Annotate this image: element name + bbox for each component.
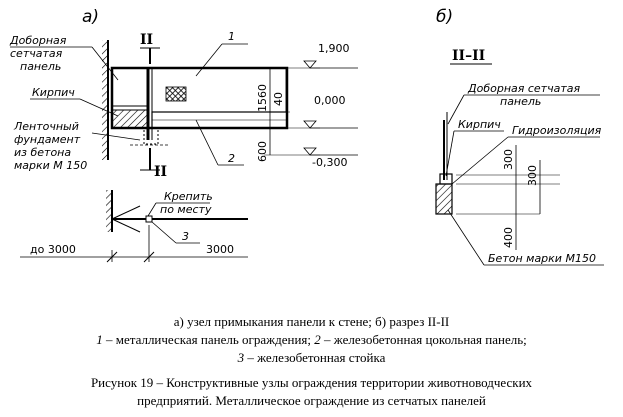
- section-mark-top-label: II: [140, 32, 153, 48]
- callout-text: Кирпич: [458, 118, 501, 131]
- legend-number-2: 2: [314, 332, 321, 347]
- section-title: II–II: [450, 48, 492, 65]
- callout-number: 3: [182, 230, 189, 243]
- caption-line-2: 1 – металлическая панель ограждения; 2 –…: [0, 331, 623, 349]
- figure-title-line-2: предприятий. Металлическое ограждение из…: [137, 393, 486, 408]
- callout-fix-in-place: Крепить по месту: [147, 190, 213, 217]
- dim-40: 40: [272, 92, 285, 106]
- callout-text: Бетон марки М150: [488, 252, 596, 265]
- dim-b-300-left: 300: [502, 149, 515, 170]
- plinth-panel: [111, 109, 288, 129]
- dim-1560: 1560: [256, 84, 269, 112]
- drawing-area: а) II II Доборная сетчатая панель: [9, 7, 604, 266]
- callout-text: Крепить: [164, 190, 213, 203]
- callout-number: 2: [228, 152, 235, 165]
- strip-foundation: [130, 127, 170, 146]
- callout-b-extra-mesh-panel: Доборная сетчатая панель: [447, 82, 600, 125]
- callout-text: панель: [500, 95, 541, 108]
- section-mark-bottom: II: [140, 148, 167, 180]
- plan-dimensions: до 3000 3000: [20, 225, 248, 263]
- plan-view: [106, 190, 248, 233]
- callout-text: из бетона: [14, 146, 71, 159]
- callout-b-brick: Кирпич: [445, 118, 504, 177]
- elevation-zero: 0,000: [314, 94, 346, 107]
- caption-line-1: а) узел примыкания панели к стене; б) ра…: [173, 314, 450, 329]
- legend-number-3: 3: [237, 350, 245, 365]
- dimension-chain-vertical: 1560 40 600: [256, 67, 320, 162]
- elevation-bottom: -0,300: [312, 156, 347, 169]
- callout-b-waterproofing: Гидроизоляция: [451, 124, 602, 185]
- callout-text: Кирпич: [32, 86, 75, 99]
- callout-extra-mesh-panel: Доборная сетчатая панель: [9, 34, 119, 81]
- legend-text-1: – металлическая панель ограждения;: [102, 332, 315, 347]
- dim-b-300-right: 300: [526, 165, 539, 186]
- callout-text: Доборная: [9, 34, 67, 47]
- callout-b-concrete: Бетон марки М150: [447, 209, 604, 266]
- callout-number: 1: [228, 30, 235, 43]
- part-b-label: б): [436, 7, 453, 27]
- elevation-top: 1,900: [318, 42, 350, 55]
- callout-strip-foundation: Ленточный фундамент из бетона марки М 15…: [13, 120, 141, 172]
- elevation-marks: 1,900 0,000 -0,300: [303, 42, 358, 169]
- section-dimensions: 300 300 400: [456, 145, 560, 250]
- callout-3: 3: [151, 221, 200, 244]
- caption-line-3: 3 – железобетонная стойка: [0, 349, 623, 367]
- callout-text: Ленточный: [13, 120, 79, 133]
- part-a-label: а): [82, 7, 99, 27]
- callout-text: фундамент: [14, 133, 81, 146]
- dim-3000: 3000: [206, 243, 234, 256]
- callout-text: панель: [20, 60, 61, 73]
- section-profile: [435, 112, 453, 215]
- legend-number-1: 1: [96, 332, 103, 347]
- callout-text: Гидроизоляция: [512, 124, 602, 137]
- dim-600: 600: [256, 141, 269, 162]
- dim-b-400: 400: [502, 227, 515, 248]
- callout-brick: Кирпич: [30, 86, 119, 117]
- dim-up-to-3000: до 3000: [30, 243, 76, 256]
- callout-text: по месту: [160, 203, 212, 216]
- callout-text: сетчатая: [10, 47, 63, 60]
- section-mark-bottom-label: II: [154, 164, 167, 180]
- callout-2: 2: [195, 119, 244, 166]
- callout-1: 1: [195, 30, 248, 77]
- legend-text-3: – железобетонная стойка: [244, 350, 386, 365]
- technical-drawing: а) II II Доборная сетчатая панель: [9, 7, 604, 266]
- section-title-text: II–II: [452, 48, 485, 64]
- legend-text-2: – железобетонная цокольная панель;: [320, 332, 527, 347]
- section-mark-top: II: [140, 32, 160, 64]
- callout-text: марки М 150: [14, 159, 87, 172]
- figure-title-line-1: Рисунок 19 – Конструктивные узлы огражде…: [90, 375, 533, 390]
- callout-text: Доборная сетчатая: [467, 82, 580, 95]
- wall: [102, 40, 109, 160]
